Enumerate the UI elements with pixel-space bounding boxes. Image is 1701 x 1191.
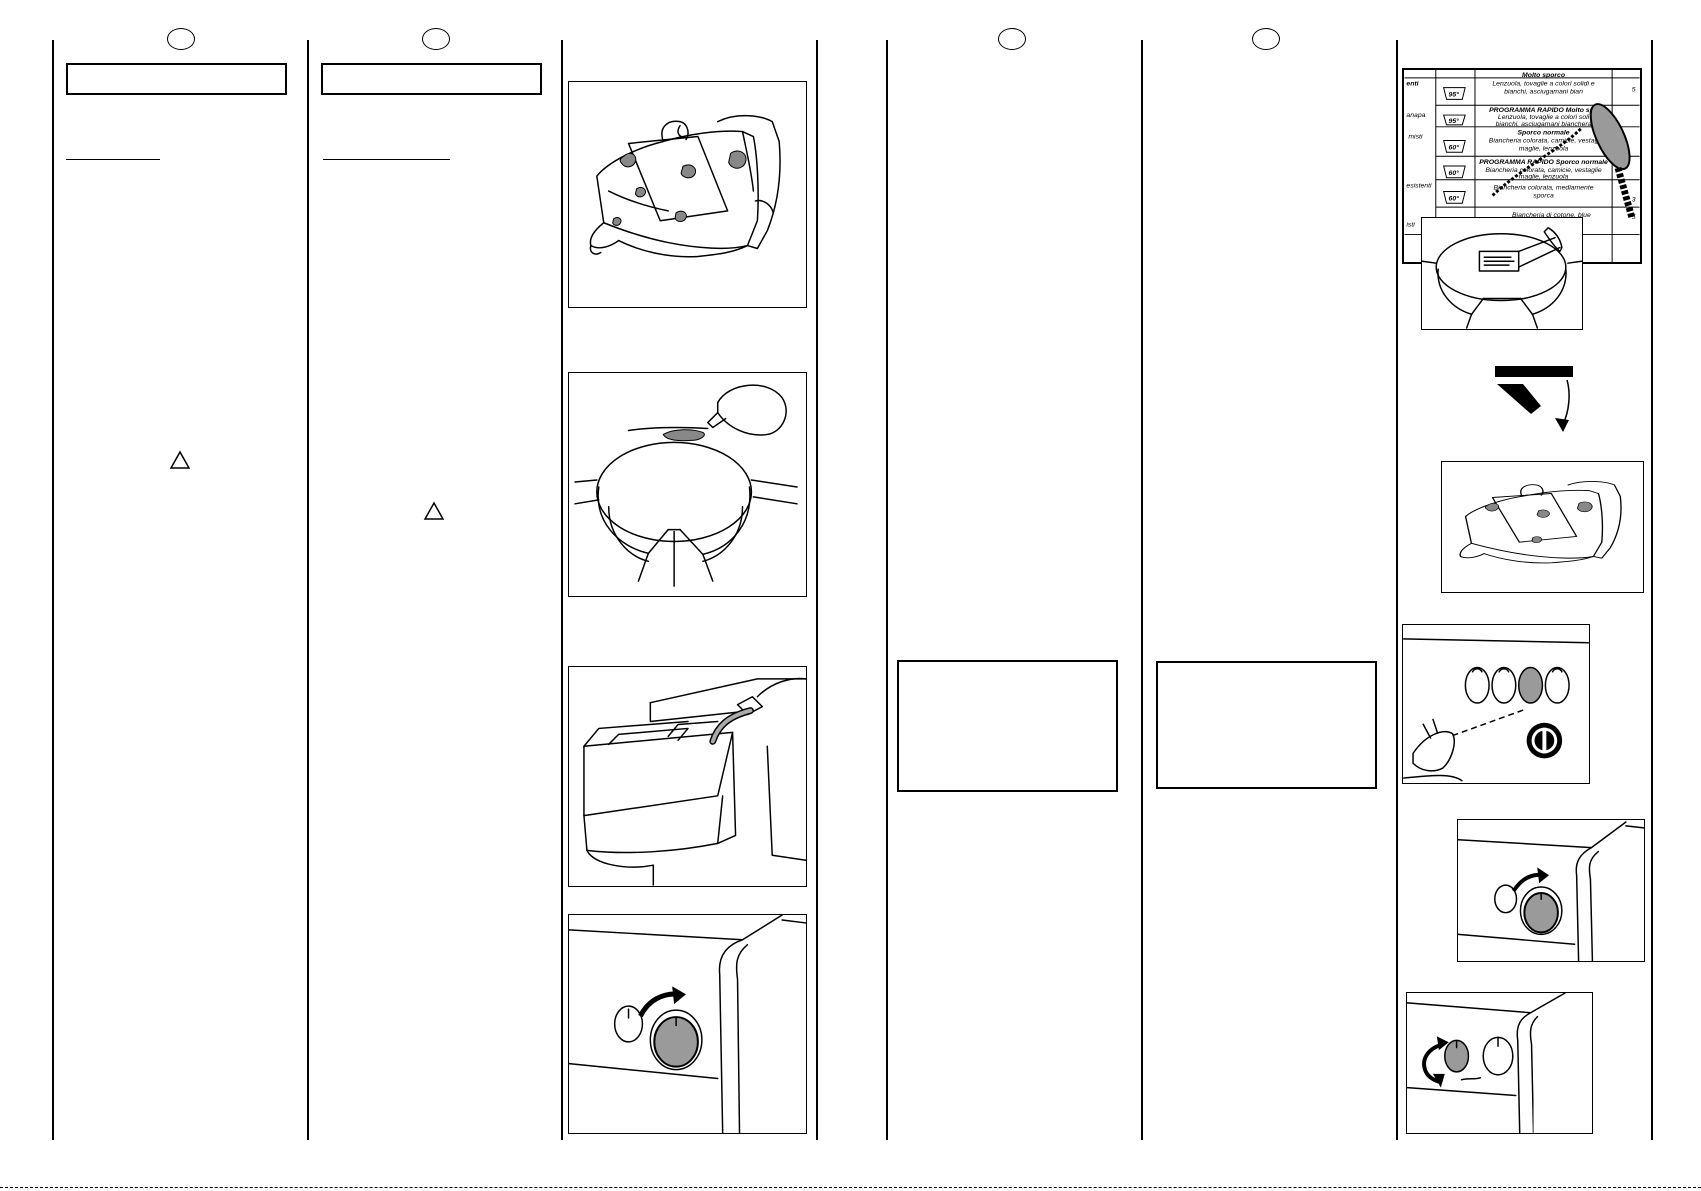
table-side-label: isti	[1406, 222, 1415, 229]
table-row-title: Sporco normale	[1517, 130, 1569, 137]
section-header-box	[66, 63, 287, 95]
table-row-title: PROGRAMMA RAPIDO Sporco normale	[1479, 159, 1608, 166]
illustration-stained-laundry	[568, 81, 807, 308]
warning-triangle-icon	[423, 501, 445, 520]
illustration-knob-turn	[1406, 992, 1593, 1134]
table-temp: 60°	[1449, 143, 1460, 151]
column-divider	[1396, 40, 1398, 1140]
column-divider	[816, 40, 818, 1140]
column-divider	[561, 40, 563, 1140]
table-right-num: 5	[1632, 87, 1636, 94]
table-row-title: Molto sporco	[1522, 72, 1565, 79]
column-divider	[307, 40, 309, 1140]
table-temp: 60°	[1449, 194, 1460, 202]
table-right-num: 3	[1632, 196, 1636, 203]
illustration-collar-pretreat	[568, 372, 807, 597]
page-bottom-edge	[0, 1187, 1701, 1188]
language-badge-circle	[422, 28, 450, 50]
table-row-desc: Biancheria colorata, camicie, vestaglie	[1485, 167, 1602, 174]
table-right-num: 5	[1632, 214, 1636, 221]
table-row-title: PROGRAMMA RAPIDO Molto spo	[1489, 107, 1598, 114]
subheading-underline	[323, 159, 450, 160]
language-badge-circle	[167, 28, 195, 50]
table-row-desc: bianchi, asciugamani bian	[1504, 89, 1583, 96]
illustration-collar-label	[1421, 217, 1583, 330]
warning-triangle-icon	[169, 450, 191, 469]
table-temp: 95°	[1449, 117, 1460, 125]
table-row-desc: Biancheria colorata, camicie, vestag	[1489, 137, 1599, 144]
language-badge-circle	[1252, 28, 1280, 50]
column-divider	[1141, 40, 1143, 1140]
note-box	[897, 660, 1118, 792]
table-side-label: esistenti	[1406, 183, 1432, 190]
note-box	[1156, 661, 1377, 789]
subheading-underline	[66, 159, 160, 160]
table-temp: 60°	[1449, 169, 1460, 177]
illustration-option-buttons	[1402, 624, 1590, 784]
language-badge-circle	[998, 28, 1026, 50]
table-row-desc: maglie, lenzuola	[1519, 145, 1569, 152]
table-row-title: Biancheria di cotone, blue	[1512, 212, 1591, 219]
table-row-desc: Lenzuola, tovaglie a colori solidi e	[1492, 81, 1595, 88]
section-header-box	[321, 63, 542, 95]
table-side-label: misti	[1408, 134, 1423, 141]
table-row-desc: Lenzuola, tovaglie a colori soli	[1498, 114, 1590, 121]
illustration-knob-small	[1457, 819, 1645, 962]
table-row-desc: maglie, lenzuola	[1519, 174, 1569, 181]
column-divider	[1651, 40, 1653, 1140]
table-side-label: anapa	[1406, 112, 1425, 119]
illustration-program-knob	[568, 914, 807, 1134]
column-divider	[52, 40, 54, 1140]
column-divider	[886, 40, 888, 1140]
table-row-title: Biancheria colorata, mediamente	[1494, 185, 1594, 192]
sorting-arrow-graphic	[1495, 366, 1573, 432]
table-side-label: enti	[1406, 81, 1419, 88]
table-row-desc: bianchi, asciugamani bianchera	[1496, 121, 1592, 128]
table-row-desc: sporca	[1533, 192, 1554, 199]
illustration-detergent-drawer	[568, 666, 807, 887]
illustration-laundry-small	[1441, 461, 1644, 593]
table-temp: 95°	[1449, 90, 1460, 98]
